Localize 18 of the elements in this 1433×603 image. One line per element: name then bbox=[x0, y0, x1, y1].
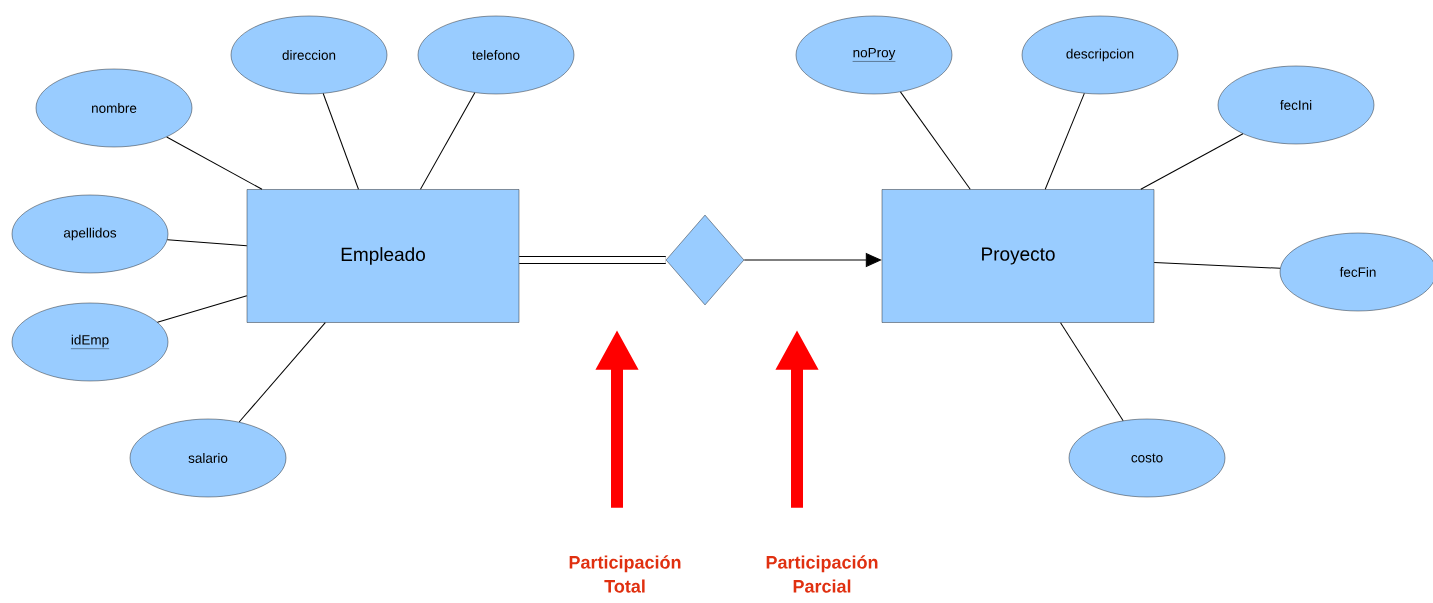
relationship-line bbox=[519, 256, 666, 264]
attribute-line bbox=[1153, 261, 1281, 269]
participation-label: Participación Total bbox=[569, 555, 681, 593]
entity-box: Empleado bbox=[246, 189, 520, 323]
entity-box: Proyecto bbox=[881, 189, 1155, 323]
attribute-line bbox=[166, 136, 263, 190]
attribute-line bbox=[1060, 322, 1124, 422]
attribute-line bbox=[1044, 92, 1085, 190]
attribute-line bbox=[420, 92, 476, 190]
attribute-line bbox=[1140, 133, 1244, 190]
attribute-line bbox=[166, 239, 248, 247]
relationship-diamond bbox=[665, 214, 745, 306]
attribute-line bbox=[899, 91, 971, 190]
participation-label: Participación Parcial bbox=[766, 555, 878, 593]
attribute-line bbox=[322, 93, 359, 190]
attribute-line bbox=[238, 322, 326, 423]
attribute-line bbox=[156, 295, 248, 323]
relationship-line bbox=[743, 253, 882, 267]
